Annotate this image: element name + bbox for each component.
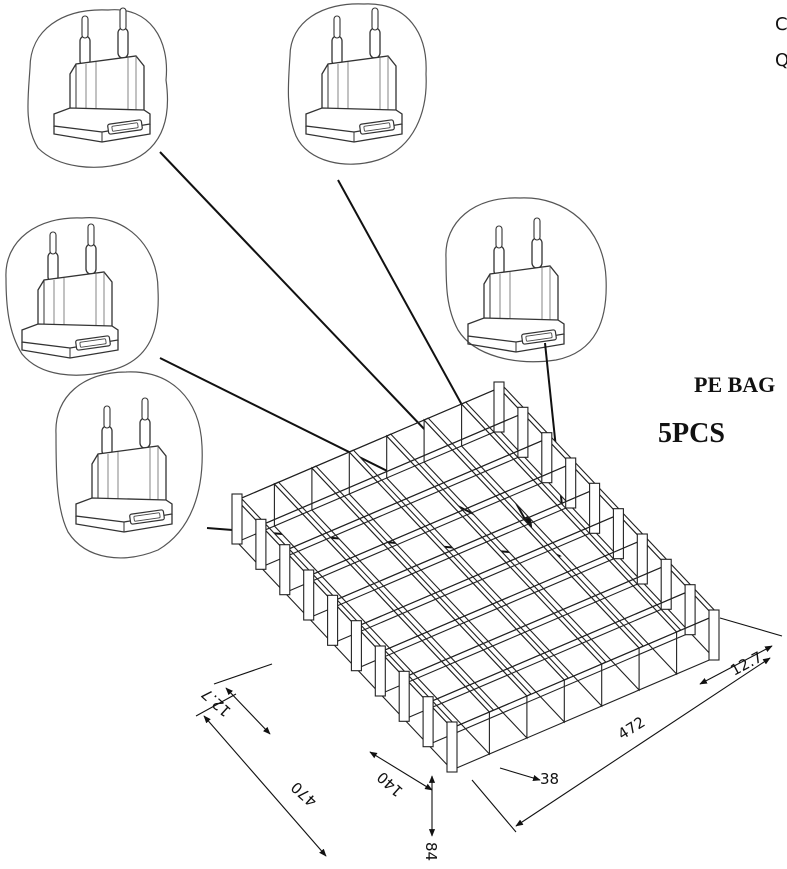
- slat-end-tab: [517, 406, 529, 458]
- long-slat-edge: [356, 514, 619, 628]
- dim-pitch-text: 140: [373, 768, 406, 801]
- slat-end-tab: [565, 457, 577, 509]
- dim-height-text: 84: [422, 842, 440, 861]
- slat-end-tab: [636, 533, 648, 585]
- long-slat-edge: [404, 564, 667, 678]
- eu-plug-adapter-icon: [21, 223, 119, 359]
- eu-plug-adapter-icon: [75, 397, 173, 533]
- slat-end-tab: [255, 518, 267, 570]
- dimension-lines: [195, 617, 783, 857]
- dim-cell-text: 38: [540, 770, 559, 788]
- long-slat-edge: [380, 539, 643, 653]
- dim-width-left-line: [225, 687, 271, 735]
- dim-depth-text: 470: [287, 778, 320, 811]
- bag-label: PE BAG: [694, 372, 775, 397]
- long-slat-edge: [236, 387, 500, 501]
- slat-end-tab: [541, 432, 553, 484]
- slat-end-tab: [303, 569, 315, 621]
- slat-end-tab: [350, 620, 362, 672]
- slat-end-tab: [279, 544, 291, 596]
- eu-plug-adapter-icon: [53, 7, 151, 143]
- plug-bubble-2: [287, 3, 427, 165]
- slat-end-tab: [446, 721, 458, 773]
- slat-end-tab: [660, 558, 672, 610]
- dim-length-text: 472: [615, 713, 649, 743]
- slat-end-tab: [612, 508, 624, 560]
- slat-end-tab: [589, 482, 601, 534]
- slat-end-tab: [684, 584, 696, 636]
- slat-end-tab: [493, 381, 505, 433]
- dim-width-left-text: 12.7: [198, 685, 235, 721]
- corner-label-q: Q: [775, 50, 787, 71]
- dim-depth-line: [203, 715, 327, 857]
- plug-bubble-4: [445, 197, 607, 363]
- slat-end-tab: [231, 493, 243, 545]
- grid-tray: [231, 381, 720, 773]
- eu-plug-adapter-icon: [467, 217, 565, 353]
- corner-label-c: C: [775, 14, 787, 35]
- dim-length-line: [515, 657, 771, 827]
- slat-end-tab: [422, 696, 434, 748]
- long-slat-edge: [332, 488, 595, 602]
- slat-end-tab: [327, 594, 339, 646]
- plug-bubble-1: [27, 7, 169, 168]
- plug-bubble-5: [55, 371, 203, 559]
- long-slat-edge: [308, 463, 571, 577]
- long-slat-edge: [427, 590, 691, 704]
- slat-end-tab: [708, 609, 720, 661]
- eu-plug-adapter-icon: [305, 7, 403, 143]
- plug-bubble-3: [5, 217, 159, 376]
- count-label: 5PCS: [658, 418, 725, 449]
- long-slat-edge: [260, 412, 524, 526]
- dim-cell-line: [499, 767, 541, 781]
- dim-pitch-line: [369, 751, 433, 791]
- slat-end-tab: [398, 670, 410, 722]
- long-slat-edge: [284, 438, 547, 552]
- slat-end-tab: [374, 645, 386, 697]
